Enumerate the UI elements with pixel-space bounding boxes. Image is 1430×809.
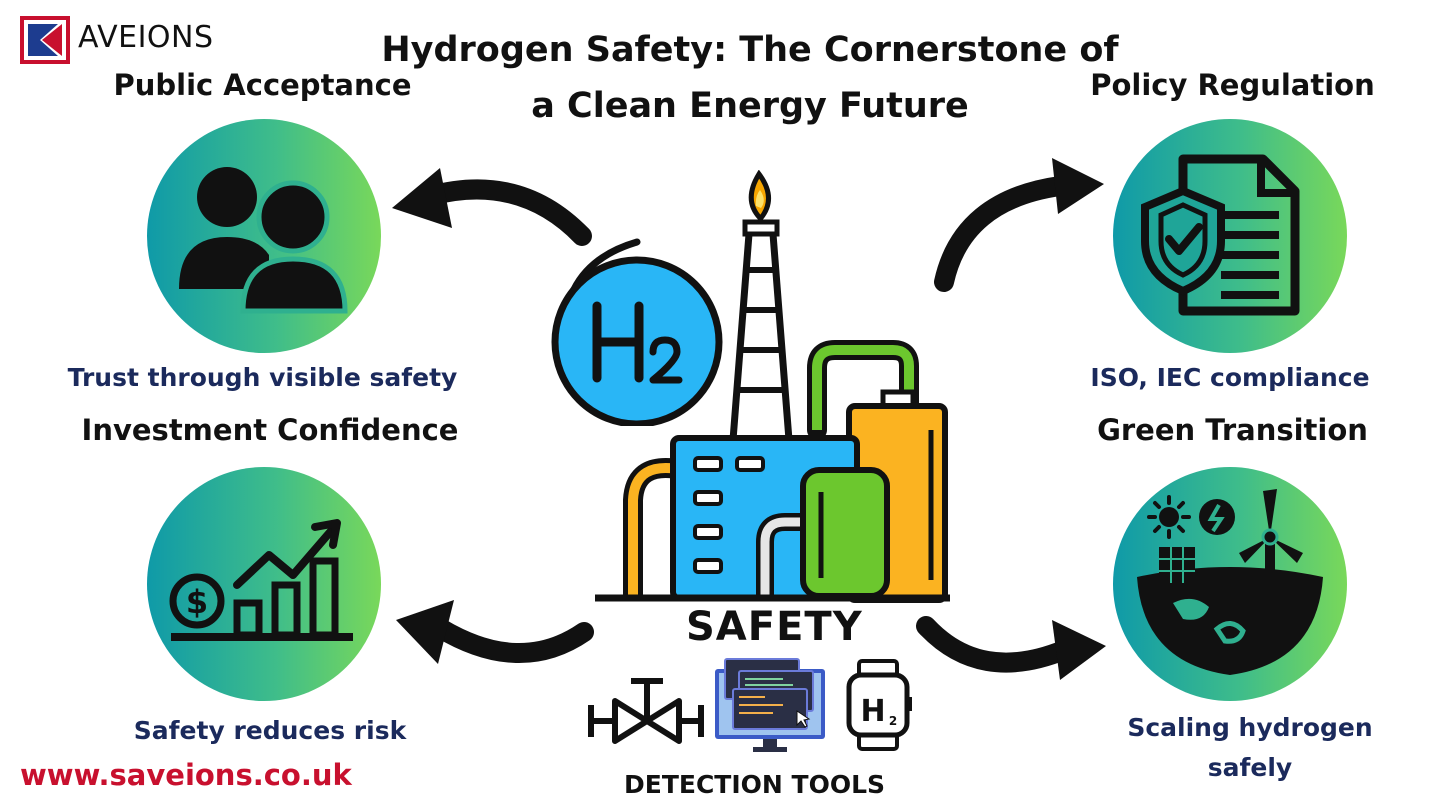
green-transition-circle <box>1113 467 1347 701</box>
heading-investment-confidence: Investment Confidence <box>81 413 459 447</box>
heading-green-transition: Green Transition <box>1097 413 1368 447</box>
brand-logo: AVEIONS <box>18 14 218 66</box>
logo-mark-icon <box>20 16 70 64</box>
detection-tools-group: H 2 <box>585 655 915 755</box>
detection-tools-label: DETECTION TOOLS <box>624 770 886 799</box>
investment-confidence-circle: $ <box>147 467 381 701</box>
page-title: Hydrogen Safety: The Cornerstone of a Cl… <box>381 30 1119 126</box>
svg-text:H: H <box>860 694 885 729</box>
monitoring-computer-icon <box>715 658 825 752</box>
caption-investment-confidence: Safety reduces risk <box>133 716 407 745</box>
safety-label: SAFETY <box>686 604 863 650</box>
svg-text:$: $ <box>186 583 208 621</box>
h2-badge <box>535 236 725 428</box>
h2-detector-watch-icon: H 2 <box>846 659 912 751</box>
hydrogen-plant-illustration <box>591 169 954 605</box>
heading-public-acceptance: Public Acceptance <box>113 68 412 102</box>
arrow-to-policy-regulation-icon <box>934 158 1104 292</box>
h2-molecule-icon <box>551 238 723 428</box>
arrow-to-green-transition-icon <box>916 616 1106 680</box>
people-icon <box>179 167 348 314</box>
public-acceptance-circle <box>147 119 381 353</box>
caption-green-transition-line2: safely <box>1207 753 1293 782</box>
valve-icon <box>588 678 704 744</box>
growth-chart-icon: $ <box>169 519 353 641</box>
refinery-plant-icon <box>591 169 954 603</box>
shield-document-icon <box>1141 154 1300 316</box>
website-url[interactable]: www.saveions.co.uk <box>20 758 352 792</box>
arrow-to-public-acceptance-icon <box>392 168 592 246</box>
caption-green-transition-line1: Scaling hydrogen <box>1127 713 1373 742</box>
green-earth-icon <box>1137 489 1323 675</box>
brand-name: AVEIONS <box>78 20 214 55</box>
caption-public-acceptance: Trust through visible safety <box>67 363 458 392</box>
arrow-to-investment-confidence-icon <box>396 600 594 664</box>
heading-policy-regulation: Policy Regulation <box>1090 68 1375 102</box>
caption-policy-regulation: ISO, IEC compliance <box>1090 363 1370 392</box>
policy-regulation-circle <box>1113 119 1347 353</box>
svg-text:2: 2 <box>889 714 897 728</box>
